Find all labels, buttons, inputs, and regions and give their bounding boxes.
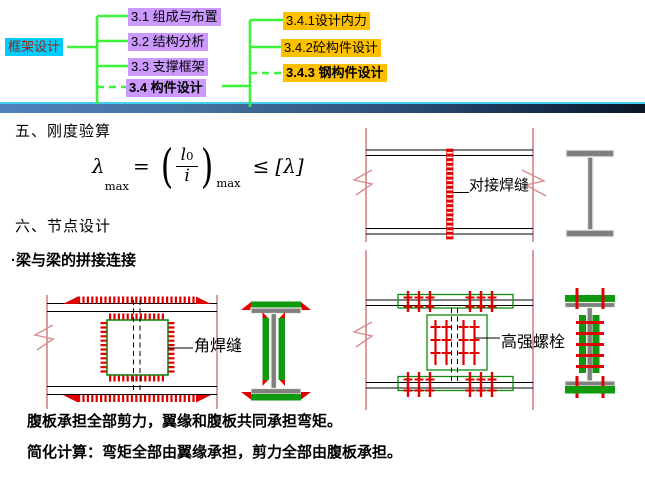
tree-node-3-4-3: 3.4.3 钢构件设计 [283, 64, 387, 82]
butt-weld-seam [446, 148, 454, 240]
formula-fraction: l0 i [175, 144, 199, 186]
bolted-splice-section [564, 288, 616, 398]
break-mark-right [521, 169, 547, 197]
i-beam-section [565, 149, 615, 238]
web-splice-plate [100, 313, 175, 382]
splice-centerline [133, 300, 141, 393]
flange-fillet-weld-bottom [63, 395, 211, 403]
formula-numerator: l [180, 144, 187, 165]
splice-plates-outline [397, 293, 514, 392]
formula-sub-max-2: max [216, 176, 241, 190]
formula-denominator: i [184, 165, 190, 186]
flange-fillet-weld-top [63, 296, 211, 304]
flange-bolts-bottom [403, 372, 497, 397]
tree-node-3-4: 3.4 构件设计 [126, 79, 206, 97]
section-title-joint: 六、节点设计 [15, 218, 112, 235]
formula-numerator-sub: 0 [186, 148, 194, 163]
formula-equals: = [132, 154, 150, 178]
formula-relation: ≤ [252, 154, 270, 178]
formula-allowable: [λ] [275, 154, 304, 178]
welded-splice-section [241, 301, 311, 401]
footer-line-2: 简化计算：弯矩全部由翼缘承担，剪力全部由腹板承担。 [27, 444, 403, 461]
tree-connector-lines [67, 14, 285, 107]
break-mark-left [33, 324, 55, 351]
flange-bolts-top [403, 291, 497, 312]
section-title-stiffness: 五、刚度验算 [15, 123, 112, 140]
bolted-splice-diagram [352, 250, 616, 410]
beam-elevation [352, 128, 547, 242]
formula-sub-max-1: max [104, 179, 129, 193]
bullet-item-beam-splice: ·梁与梁的拼接连接 [11, 252, 136, 269]
web-bolts [430, 320, 480, 365]
formula-right-paren: ) [201, 139, 214, 193]
break-mark-left [352, 169, 374, 196]
break-mark-left [352, 321, 374, 348]
tree-node-3-4-2: 3.4.2砼构件设计 [281, 39, 381, 57]
formula-left-paren: ( [160, 139, 173, 193]
tree-node-3-4-1: 3.4.1设计内力 [283, 12, 370, 30]
beam-elevation [352, 250, 534, 410]
butt-weld-label: 对接焊缝 [469, 177, 530, 194]
beam-elevation [33, 295, 218, 409]
splice-centerline [451, 308, 458, 381]
high-strength-bolt-label: 高强螺栓 [501, 334, 566, 351]
divider-bar [0, 102, 645, 113]
weld-fillet-marks [262, 312, 285, 386]
tree-node-3-3: 3.3 支撑框架 [128, 58, 208, 76]
formula-lambda: λ [92, 154, 105, 178]
footer-line-1: 腹板承担全部剪力，翼缘和腹板共同承担弯矩。 [27, 413, 343, 430]
fillet-weld-label: 角焊缝 [194, 338, 243, 355]
tree-root-box: 框架设计 [5, 38, 64, 56]
fillet-weld-diagram [33, 295, 311, 409]
tree-node-3-1: 3.1 组成与布置 [128, 8, 221, 26]
tree-node-3-2: 3.2 结构分析 [128, 33, 208, 51]
butt-weld-diagram [352, 128, 615, 242]
